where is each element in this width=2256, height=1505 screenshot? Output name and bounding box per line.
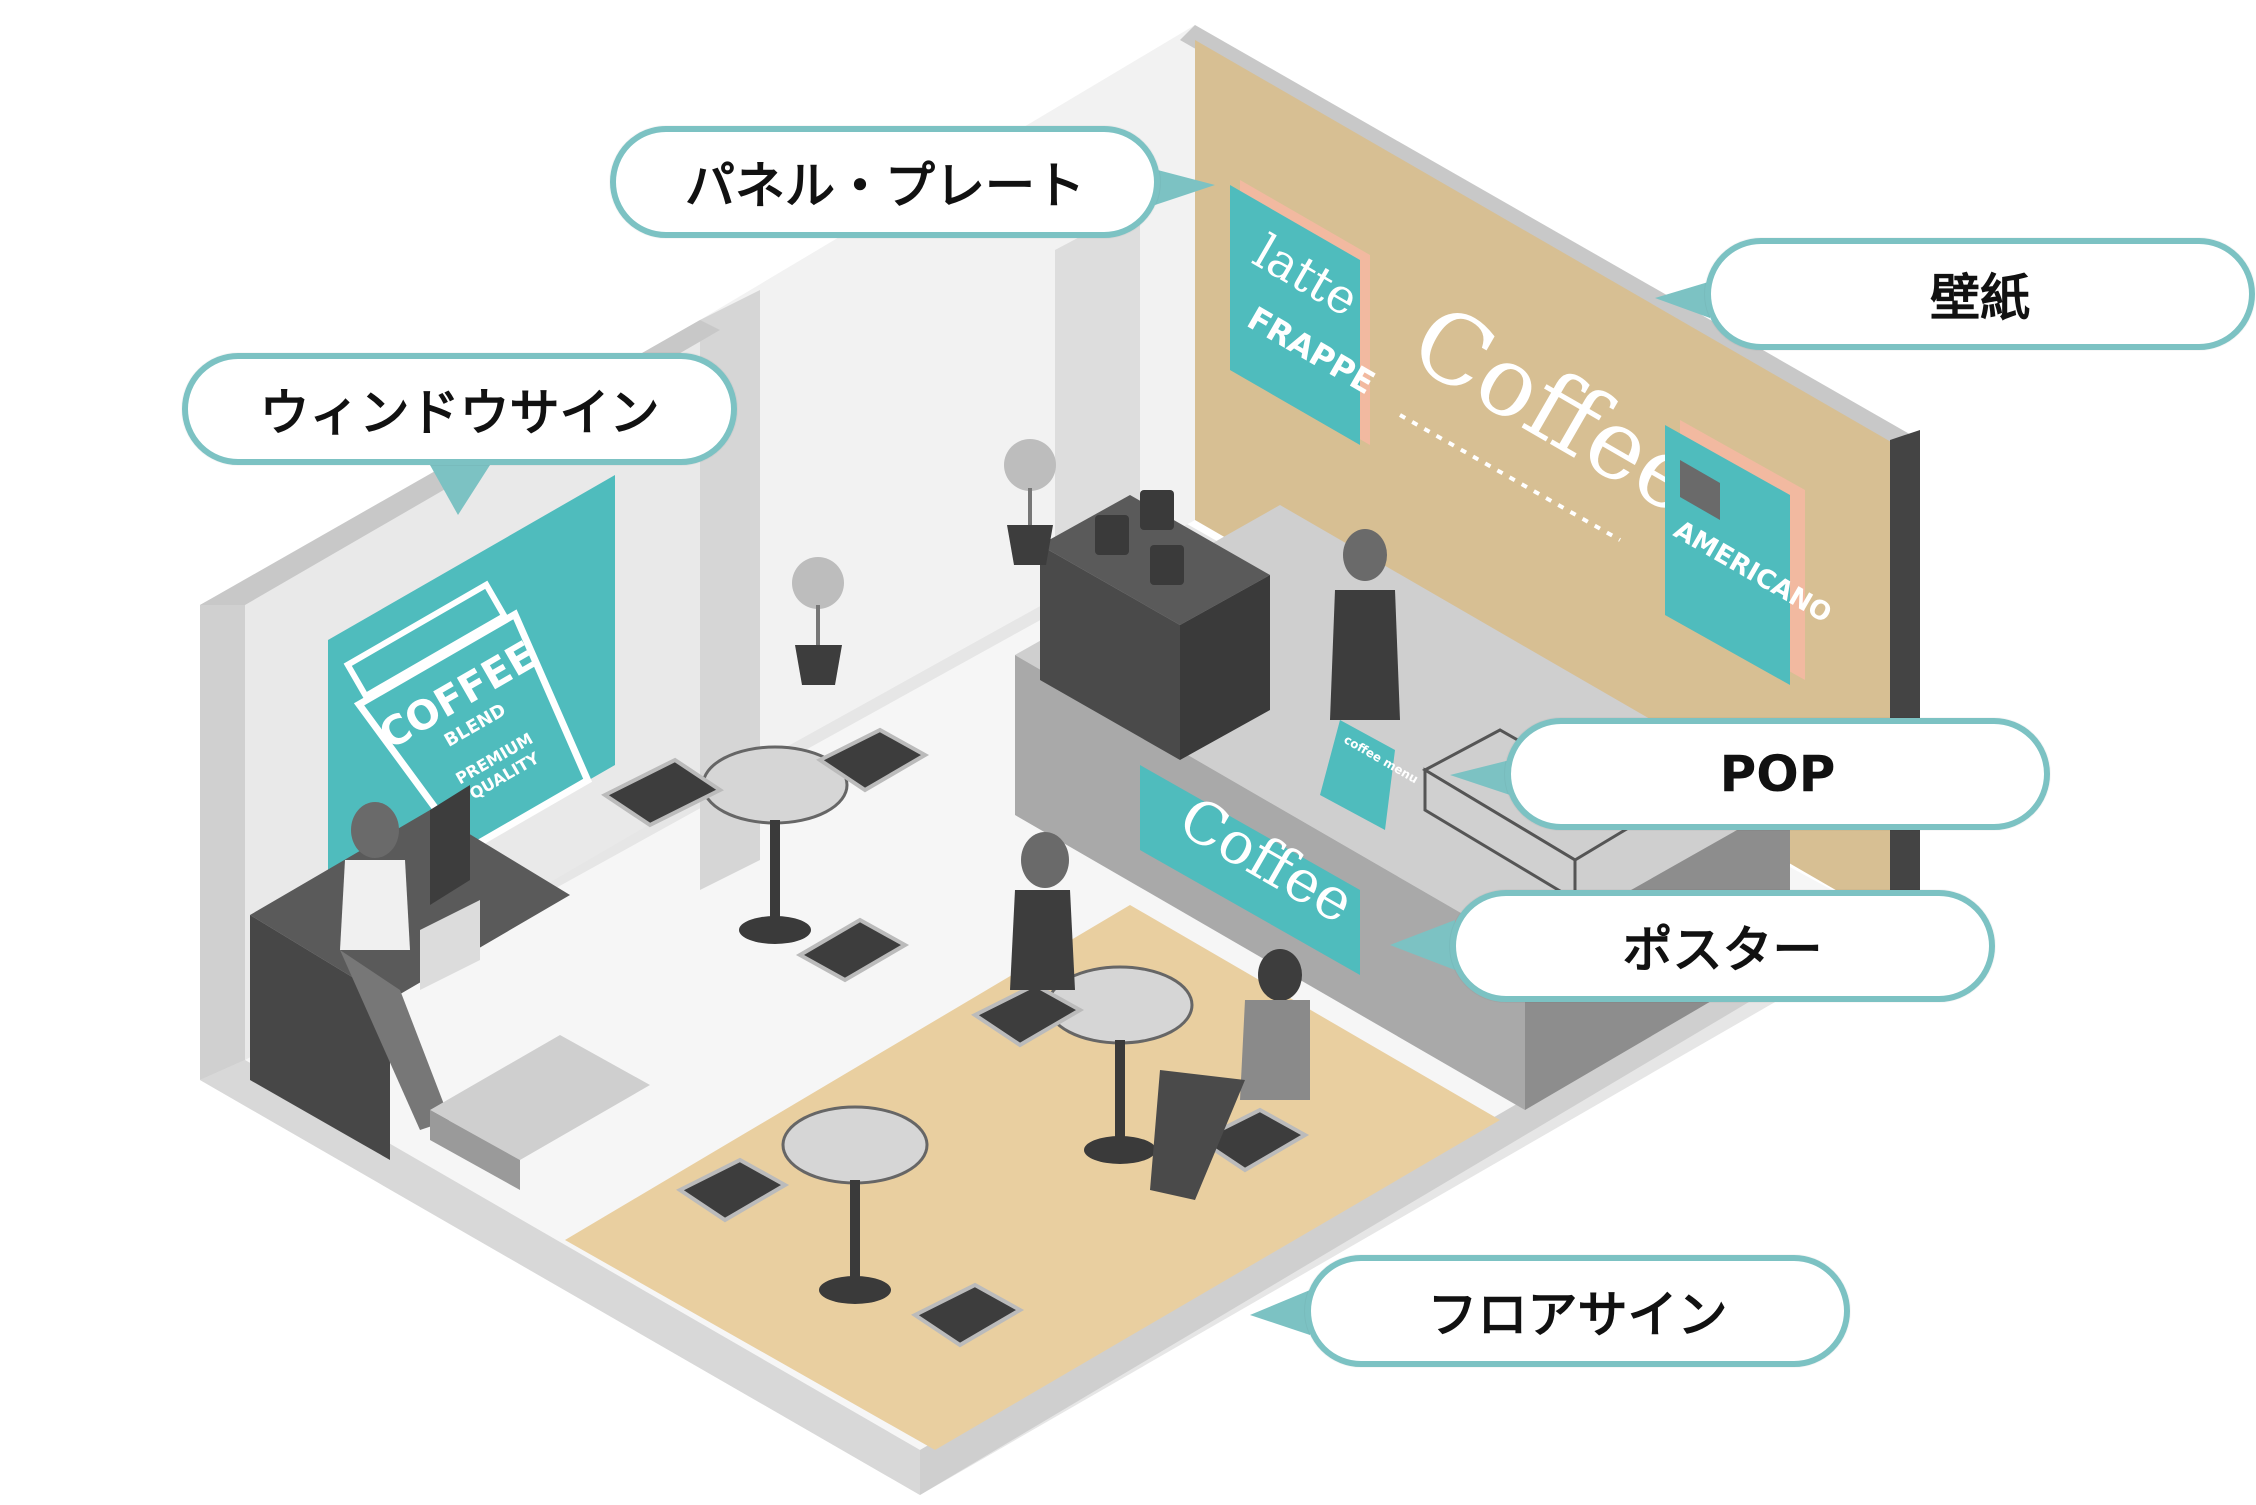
table-back [701, 745, 849, 944]
sofa-back [250, 915, 390, 1160]
wall-coffee-underline [1399, 413, 1621, 542]
window-sign-panel [328, 475, 615, 930]
label-wallpaper-text: 壁紙 [1930, 269, 2030, 327]
label-panel-plate-text: パネル・プレート [685, 157, 1085, 215]
pointer-wallpaper [1655, 280, 1715, 318]
wall-top-back [1180, 25, 1920, 452]
sofa-seat [250, 810, 570, 1000]
pointer-window [430, 465, 490, 515]
label-floor-sign: フロアサイン [1305, 1255, 1850, 1367]
latte-panel: latte FRAPPE [1230, 180, 1381, 445]
counter-poster-panel [1140, 765, 1360, 975]
seated-man [1150, 949, 1310, 1200]
machine-side [1180, 575, 1270, 760]
right-wall-edge [1890, 430, 1920, 945]
left-wall-edge [200, 580, 245, 1080]
pointer-pop [1450, 760, 1510, 795]
label-pop-text: POP [1719, 745, 1836, 803]
machine-front [1040, 545, 1180, 760]
cups [1095, 490, 1184, 585]
table-front [781, 1105, 929, 1304]
person-laptop [340, 802, 480, 1130]
label-floor-sign-text: フロアサイン [1427, 1286, 1728, 1344]
front-edge [920, 905, 1870, 1495]
barista [1330, 529, 1400, 720]
label-window-sign: ウィンドウサイン [182, 353, 737, 465]
sofa-arm [430, 785, 470, 905]
table-mid [1046, 965, 1194, 1164]
plant-left [792, 557, 844, 685]
label-wallpaper: 壁紙 [1705, 238, 2255, 350]
label-poster-text: ポスター [1622, 921, 1823, 979]
pointer-panel [1150, 168, 1215, 205]
wallpaper-wall [1195, 40, 1905, 930]
label-panel-plate: パネル・プレート [610, 126, 1160, 238]
chairs [601, 727, 1310, 1348]
label-window-sign-text: ウィンドウサイン [259, 384, 660, 442]
label-pop: POP [1505, 718, 2050, 830]
plant-right [1004, 439, 1056, 565]
pointer-floor [1250, 1290, 1310, 1335]
coffee-table-side [430, 1110, 520, 1190]
coffee-table [430, 1035, 650, 1160]
pop-stand [1320, 720, 1395, 830]
seated-woman [1010, 832, 1075, 990]
label-poster: ポスター [1450, 890, 1995, 1002]
front-edge-left [200, 1060, 920, 1495]
pointer-poster [1390, 920, 1455, 970]
